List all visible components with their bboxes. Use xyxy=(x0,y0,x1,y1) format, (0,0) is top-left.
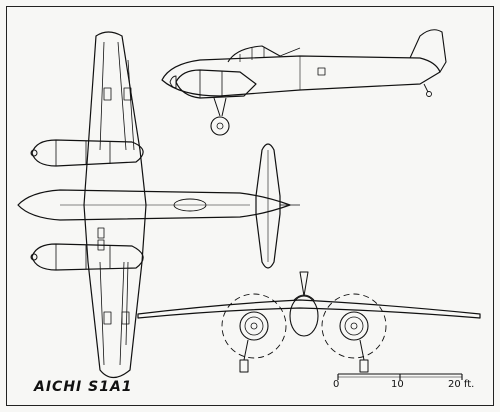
side-fuselage xyxy=(161,55,441,97)
plan-wing xyxy=(83,31,147,379)
plan-nacelle-lower xyxy=(31,243,144,271)
front-wing xyxy=(137,299,481,319)
side-undercarriage xyxy=(213,97,227,117)
side-view xyxy=(161,29,447,136)
front-prop-disc-left xyxy=(221,293,287,359)
scale-bar xyxy=(337,373,463,380)
plan-tailplane xyxy=(255,143,281,269)
drawing-frame xyxy=(6,6,494,406)
front-fuselage xyxy=(289,295,319,337)
plan-view xyxy=(17,31,300,379)
side-fin xyxy=(409,29,447,73)
aircraft-title: AICHI S1A1 xyxy=(34,379,133,395)
scale-tick-label: 10 xyxy=(391,379,404,390)
side-canopy xyxy=(227,45,281,63)
scale-tick-label: 20 ft. xyxy=(448,379,475,390)
front-view xyxy=(137,271,481,373)
plan-nacelle-upper xyxy=(31,139,144,167)
side-nacelle xyxy=(175,69,257,99)
scale-tick-label: 0 xyxy=(333,379,340,390)
front-prop-disc-right xyxy=(321,293,387,359)
